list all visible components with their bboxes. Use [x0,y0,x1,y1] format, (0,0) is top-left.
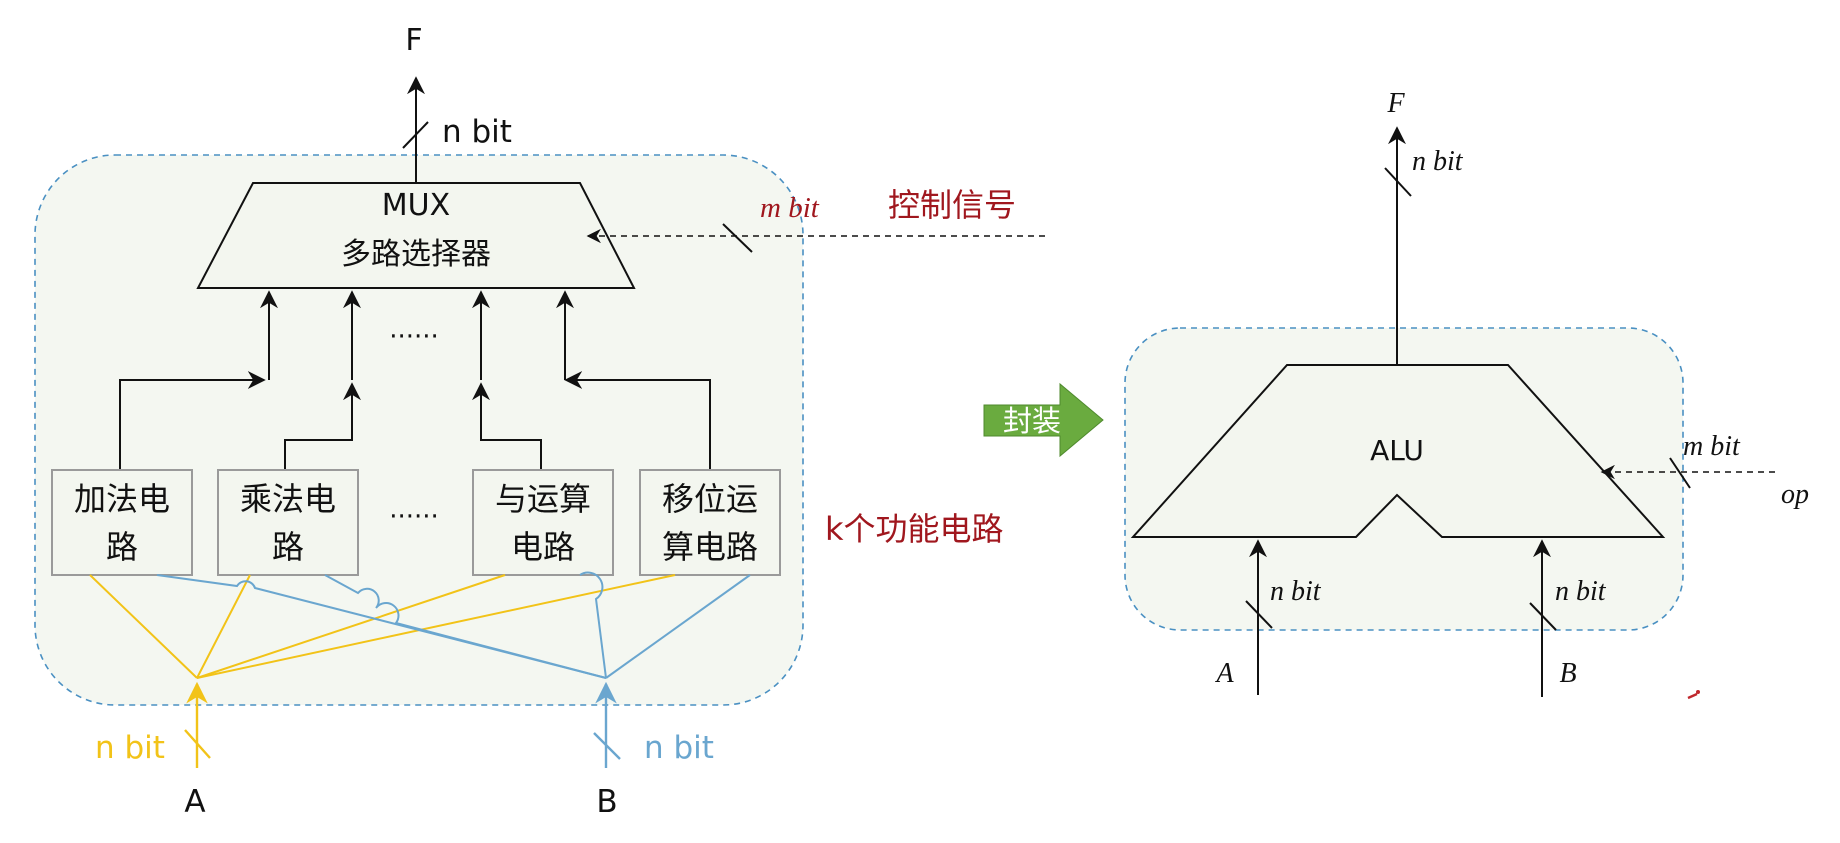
alu-input-a-label: A [1214,658,1234,689]
mux-inputs-ellipsis: ······ [389,322,439,352]
block-shift-line2: 算电路 [662,528,758,566]
stray-red-mark [1687,692,1698,700]
block-multiplier-line2: 路 [272,528,304,566]
and-to-mux-wire [472,382,542,470]
k-circuits-label: k个功能电路 [825,510,1004,548]
mux-subtitle: 多路选择器 [341,237,491,272]
left-output-width-label: n bit [442,114,512,150]
alu-output-width-label: n bit [1412,146,1464,177]
left-output-width-tick [402,121,429,149]
block-adder-line1: 加法电 [74,480,170,518]
input-b-width-tick [593,732,621,760]
adder-to-mux-wire [119,371,266,470]
left-diagram: F n bit MUX 多路选择器 m bit 控制信号 ······ 加法电 … [34,23,1045,820]
alu-input-a-width-label: n bit [1270,576,1322,607]
alu-input-b-label: B [1559,658,1576,689]
input-b-label: B [596,784,617,820]
input-a-width-tick [184,729,211,759]
multiplier-to-mux-wire [284,382,361,470]
alu-input-a-width-tick [1245,600,1273,629]
control-width-label: m bit [760,192,820,224]
alu-output-width-tick [1384,167,1412,197]
op-label: op [1781,479,1809,510]
stray-red-dot [1696,690,1700,694]
op-width-tick [1669,457,1691,489]
input-a-wires [89,574,676,679]
block-multiplier-line1: 乘法电 [240,480,336,518]
control-width-tick [722,223,753,253]
left-output-label: F [405,23,422,58]
block-and: 与运算 电路 [472,469,614,576]
alu-shape [1130,364,1666,538]
shift-to-mux-wire [564,371,711,470]
encapsulate-label: 封装 [1003,404,1061,438]
block-multiplier: 乘法电 路 [217,469,359,576]
block-adder-line2: 路 [106,528,138,566]
input-b-width-label: n bit [644,730,714,766]
block-and-line2: 电路 [511,528,575,566]
mux-trapezoid [196,182,636,289]
blocks-ellipsis: ······ [389,502,439,532]
alu-label: ALU [1370,434,1424,467]
input-a-label: A [184,784,205,820]
green-arrow-shape [983,382,1104,458]
alu-input-b-width-tick [1529,602,1557,631]
input-b-wires [156,571,751,679]
op-width-label: m bit [1683,431,1741,462]
control-signal-label: 控制信号 [888,186,1016,224]
input-a-width-label: n bit [95,730,165,766]
block-shift: 移位运 算电路 [639,469,781,576]
mux-title: MUX [382,188,450,223]
block-and-line1: 与运算 [495,480,591,518]
block-adder: 加法电 路 [51,469,193,576]
right-diagram: F n bit ALU m bit op n bit A n bit B [1124,88,1809,697]
block-shift-line1: 移位运 [662,480,758,518]
alu-output-label: F [1386,88,1405,119]
alu-input-b-width-label: n bit [1555,576,1607,607]
encapsulate-arrow: 封装 [983,382,1104,458]
